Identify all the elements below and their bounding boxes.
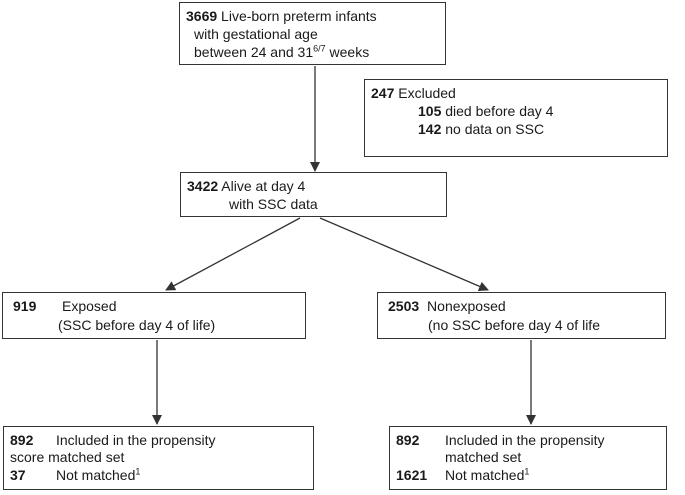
nonexposed-matched-line1: Included in the propensity <box>445 432 605 448</box>
nonexposed-unmatched-sup: 1 <box>524 466 530 477</box>
arrow-alive-to-exposed <box>165 217 301 291</box>
nonexposed-matched-line2: matched set <box>445 449 522 465</box>
exposed-line2: (SSC before day 4 of life) <box>58 317 216 333</box>
exposed-unmatched-sup: 1 <box>135 466 141 477</box>
alive-box: 3422 Alive at day 4 with SSC data <box>180 172 447 217</box>
exposed-box: 919 Exposed (SSC before day 4 of life) <box>2 292 306 339</box>
root-line3-prefix: between 24 and 31 <box>194 44 314 60</box>
alive-line1: Alive at day 4 <box>221 178 306 194</box>
exposed-line1: Exposed <box>62 298 117 314</box>
alive-line2: with SSC data <box>229 196 318 212</box>
exposed-matched-line1: Included in the propensity <box>56 432 216 448</box>
excluded-box: 247 Excluded 105 died before day 4 142 n… <box>364 79 668 157</box>
excluded-item-count: 105 <box>418 103 442 119</box>
exposed-matched-box: 892 Included in the propensity score mat… <box>3 426 314 490</box>
nonexposed-matched-box: 892 Included in the propensity matched s… <box>389 426 667 490</box>
exposed-matched-line2: score matched set <box>10 449 125 465</box>
nonexposed-line2: (no SSC before day 4 of life <box>428 317 600 333</box>
exposed-matched-count: 892 <box>10 432 34 448</box>
nonexposed-count: 2503 <box>388 298 420 314</box>
excluded-item-label: no data on SSC <box>445 121 545 137</box>
nonexposed-line1: Nonexposed <box>427 298 506 314</box>
exposed-unmatched-label: Not matched <box>56 467 136 483</box>
excluded-item-count: 142 <box>418 121 442 137</box>
nonexposed-box: 2503 Nonexposed (no SSC before day 4 of … <box>377 292 666 339</box>
root-box: 3669 Live-born preterm infants with gest… <box>179 2 446 65</box>
excluded-label: Excluded <box>398 85 456 101</box>
excluded-count: 247 <box>371 85 395 101</box>
arrow-alive-to-nonexposed <box>319 217 489 292</box>
root-count: 3669 <box>186 8 218 24</box>
exposed-count: 919 <box>13 298 37 314</box>
excluded-item-label: died before day 4 <box>445 103 554 119</box>
alive-count: 3422 <box>187 178 219 194</box>
nonexposed-unmatched-count: 1621 <box>396 467 428 483</box>
root-line3-sup: 6/7 <box>313 43 326 54</box>
root-line2: with gestational age <box>194 26 318 42</box>
root-line3-suffix: weeks <box>325 44 370 60</box>
nonexposed-matched-count: 892 <box>396 432 420 448</box>
nonexposed-unmatched-label: Not matched <box>445 467 525 483</box>
exposed-unmatched-count: 37 <box>10 467 26 483</box>
root-line1: Live-born preterm infants <box>221 8 377 24</box>
